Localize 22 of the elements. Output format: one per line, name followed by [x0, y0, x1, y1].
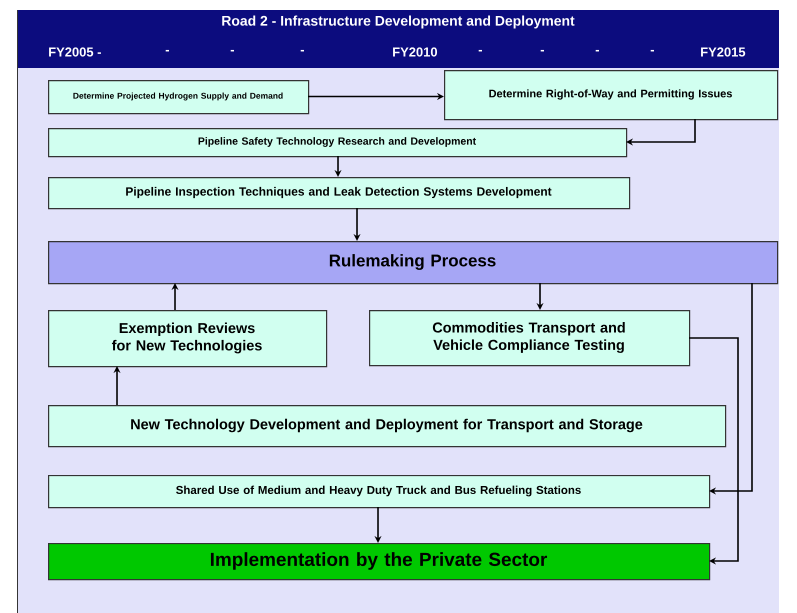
process-box: Determine Right-of-Way and Permitting Issues [444, 70, 778, 120]
process-box: Rulemaking Process [48, 241, 778, 284]
timeline-label: - [166, 50, 169, 52]
timeline-label: FY2005 - [49, 47, 101, 57]
process-box: New Technology Development and Deployment for Transport and Storage [48, 405, 726, 448]
process-box: Determine Projected Hydrogen Supply and Demand [48, 80, 310, 114]
process-box: Commodities Transport and Vehicle Compliance Testing [369, 310, 690, 366]
timeline-label: - [650, 50, 654, 52]
process-box: Pipeline Inspection Techniques and Leak Detection Systems Development [48, 177, 630, 210]
timeline-label: FY2015 [701, 47, 746, 57]
timeline-label: FY2010 [393, 47, 438, 57]
timeline-label: - [540, 50, 544, 52]
process-box: Exemption Reviews for New Technologies [48, 310, 328, 368]
title: Road 2 - Infrastructure Development and Deployment [222, 16, 574, 28]
process-box: Implementation by the Private Sector [48, 543, 710, 580]
timeline-label: - [300, 50, 304, 52]
timeline-label: - [596, 50, 599, 52]
process-box: Pipeline Safety Technology Research and Development [48, 128, 628, 158]
arrow [689, 337, 739, 565]
process-box: Shared Use of Medium and Heavy Duty Truck and Bus Refueling Stations [48, 475, 710, 508]
timeline-label: - [478, 50, 482, 52]
timeline-label: - [230, 50, 234, 52]
